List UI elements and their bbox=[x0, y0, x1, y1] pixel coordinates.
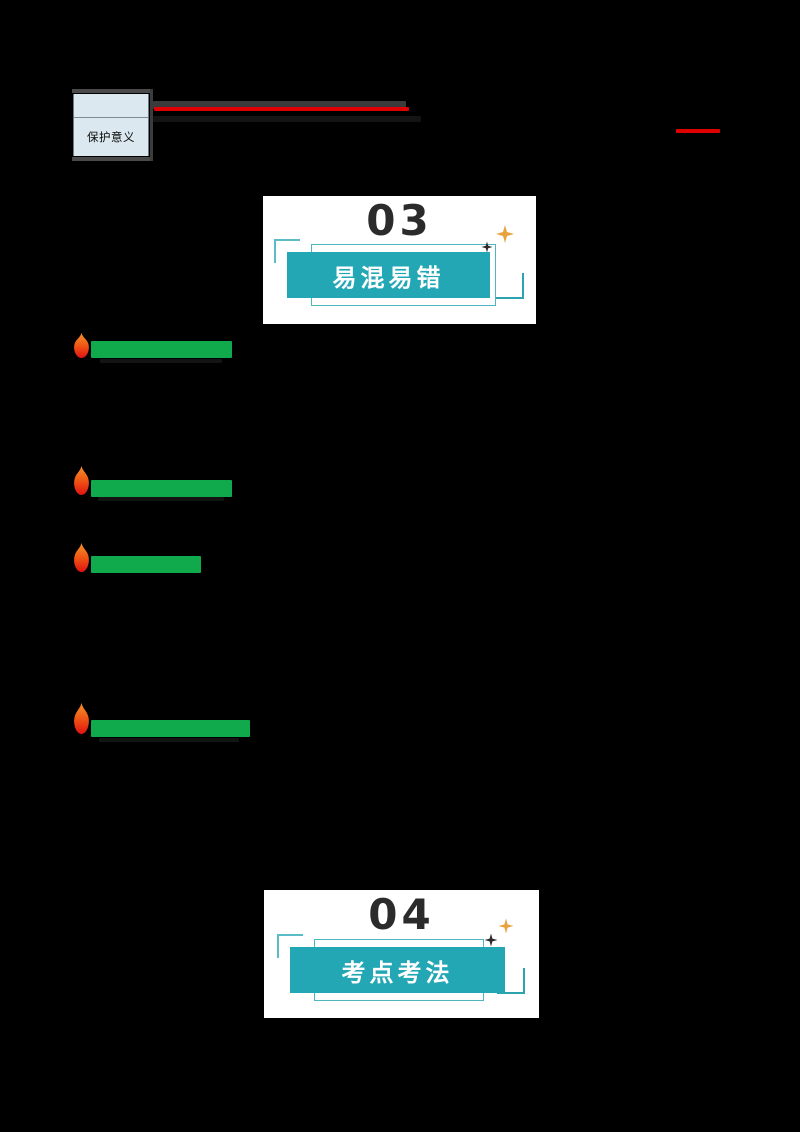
flame-icon bbox=[74, 466, 89, 495]
bullet-subtext-1 bbox=[100, 359, 222, 363]
banner-title-box-03: 易混易错 bbox=[287, 252, 490, 298]
table-top-border bbox=[72, 89, 152, 93]
section-number-04: 04 bbox=[368, 890, 435, 939]
bullet-subtext-4 bbox=[99, 738, 239, 742]
table-fragment: 保护意义 bbox=[72, 89, 153, 161]
corner-bracket-top-left bbox=[277, 934, 303, 958]
section-banner-04: 04 考点考法 bbox=[264, 890, 539, 1018]
section-banner-03: 03 易混易错 bbox=[263, 196, 536, 324]
banner-title-box-04: 考点考法 bbox=[290, 947, 505, 993]
sparkle-gold-icon bbox=[496, 225, 514, 243]
sparkle-gold-icon bbox=[498, 918, 514, 934]
highlighted-text-line-1 bbox=[153, 101, 406, 109]
table-right-edge bbox=[150, 89, 153, 161]
red-underline-2 bbox=[676, 129, 720, 133]
flame-icon bbox=[74, 333, 89, 358]
corner-bracket-top-left bbox=[274, 239, 300, 263]
table-bottom-border bbox=[72, 157, 152, 161]
table-cell-blank bbox=[73, 94, 149, 118]
bullet-text-highlight-1 bbox=[91, 341, 232, 358]
flame-icon bbox=[74, 543, 89, 572]
section-number-03: 03 bbox=[366, 196, 433, 245]
bullet-item-3 bbox=[72, 543, 207, 575]
faint-text-line-1 bbox=[153, 116, 421, 122]
bullet-text-highlight-4 bbox=[91, 720, 250, 737]
corner-bracket-bottom-right bbox=[497, 968, 525, 994]
table-cell-label: 保护意义 bbox=[73, 118, 149, 156]
bullet-item-4 bbox=[72, 703, 254, 742]
bullet-text-highlight-3 bbox=[91, 556, 201, 573]
bullet-item-1 bbox=[72, 333, 237, 363]
sparkle-dark-icon bbox=[481, 241, 493, 253]
section-title-03: 易混易错 bbox=[332, 263, 445, 292]
flame-icon bbox=[74, 703, 89, 734]
red-underline-1 bbox=[154, 107, 409, 111]
section-title-04: 考点考法 bbox=[341, 958, 454, 987]
corner-bracket-bottom-right bbox=[496, 273, 524, 299]
sparkle-dark-icon bbox=[484, 933, 498, 947]
bullet-subtext-2 bbox=[98, 497, 224, 501]
bullet-text-highlight-2 bbox=[91, 480, 232, 497]
bullet-item-2 bbox=[72, 466, 237, 501]
